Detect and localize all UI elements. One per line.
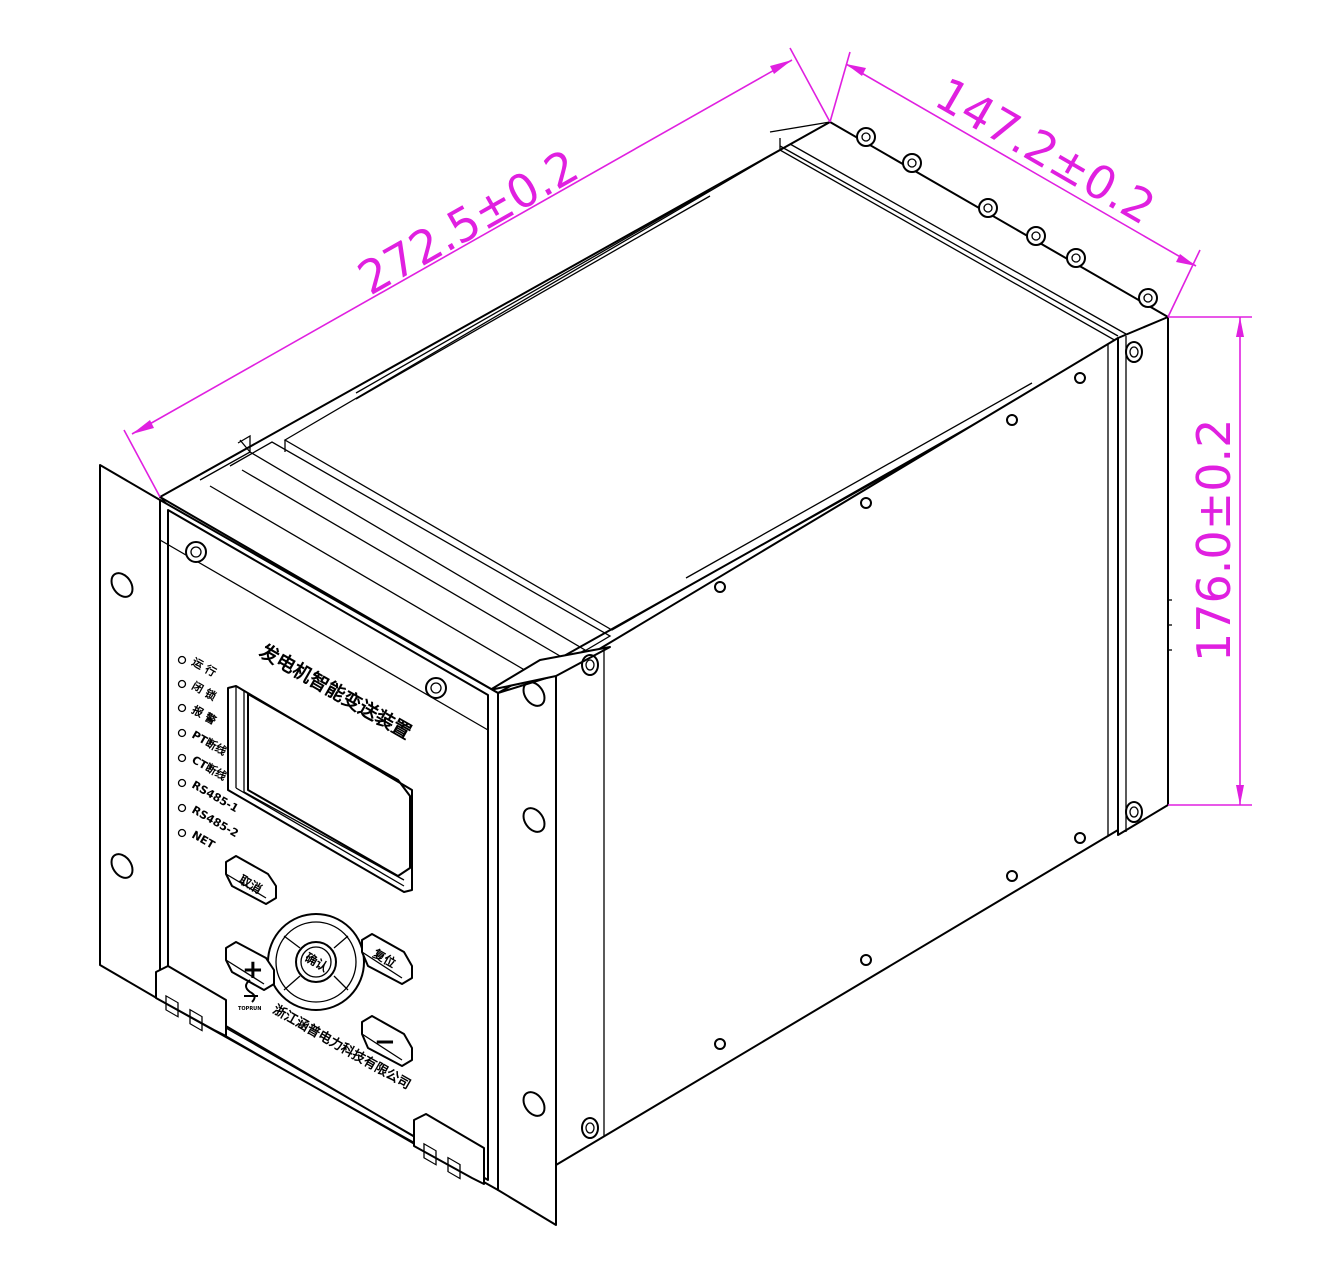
lcd-screen [227,685,413,893]
plus-button[interactable]: + [225,941,275,991]
side-holes [714,372,1086,1050]
navigation-pad[interactable]: 确认 [267,913,365,1011]
led-light [177,803,187,813]
led-light [177,703,187,713]
panel-screw [185,541,207,563]
panel-screw [425,677,447,699]
plus-button-label: + [242,955,264,985]
logo-text: TOPRUN [238,1006,261,1012]
dimension-height: 176.0±0.2 [1168,316,1252,806]
reset-button[interactable]: 复位 [361,933,413,985]
led-light [177,753,187,763]
front-flange-right [497,674,557,1226]
front-flange-left [99,464,161,1001]
minus-button-label: − [374,1027,396,1057]
led-light [177,679,187,689]
confirm-button[interactable]: 确认 [295,941,337,983]
rear-terminal-screws [856,127,1158,308]
led-light [177,655,187,665]
led-light [177,778,187,788]
led-light [177,728,187,738]
led-light [177,828,187,838]
minus-button[interactable]: − [361,1015,413,1067]
cancel-button[interactable]: 取消 [225,855,277,905]
bottom-latch-right [413,1113,485,1185]
dimension-height-label: 176.0±0.2 [1187,419,1241,662]
company-logo: TOPRUN [238,979,261,1012]
